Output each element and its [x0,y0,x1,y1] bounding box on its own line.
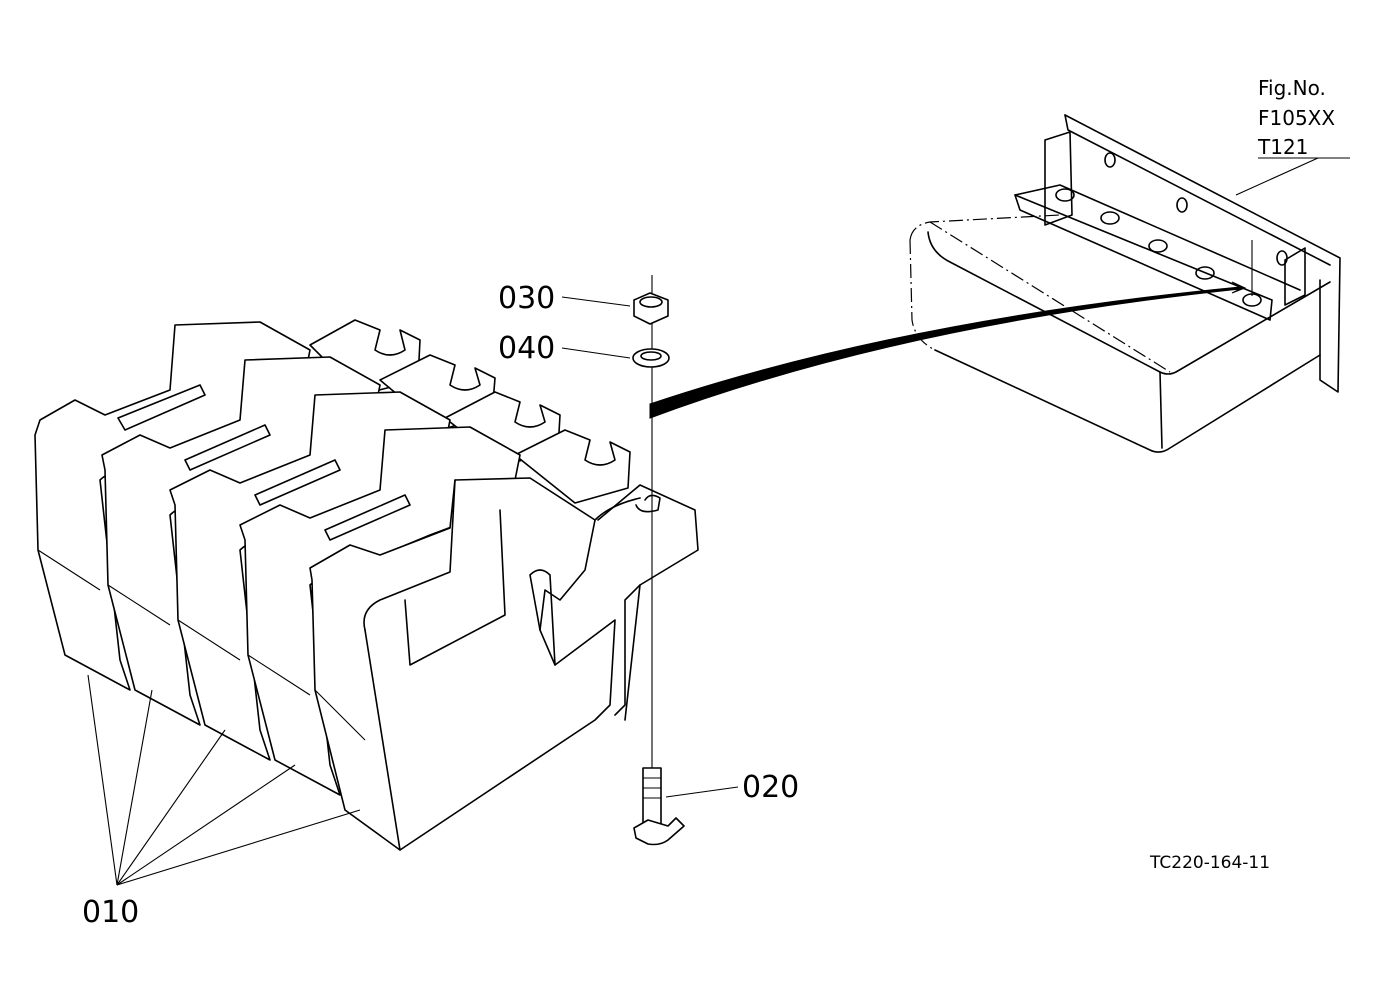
drawing-code: TC220-164-11 [1149,853,1270,873]
fig-ref-line1: Fig.No. [1258,76,1326,100]
assembly-leader [649,281,1247,419]
fig-ref-line2: F105XX [1258,106,1335,130]
nut [633,292,669,325]
label-010: 010 [82,895,139,930]
label-030: 030 [498,281,555,316]
weights-stack [34,319,699,851]
label-020: 020 [742,770,799,805]
leader-lines [87,157,1350,886]
front-bracket [909,114,1341,453]
fig-ref-line3: T121 [1257,135,1308,159]
spring-washer [632,348,670,368]
bolt [633,767,685,846]
label-040: 040 [498,331,555,366]
